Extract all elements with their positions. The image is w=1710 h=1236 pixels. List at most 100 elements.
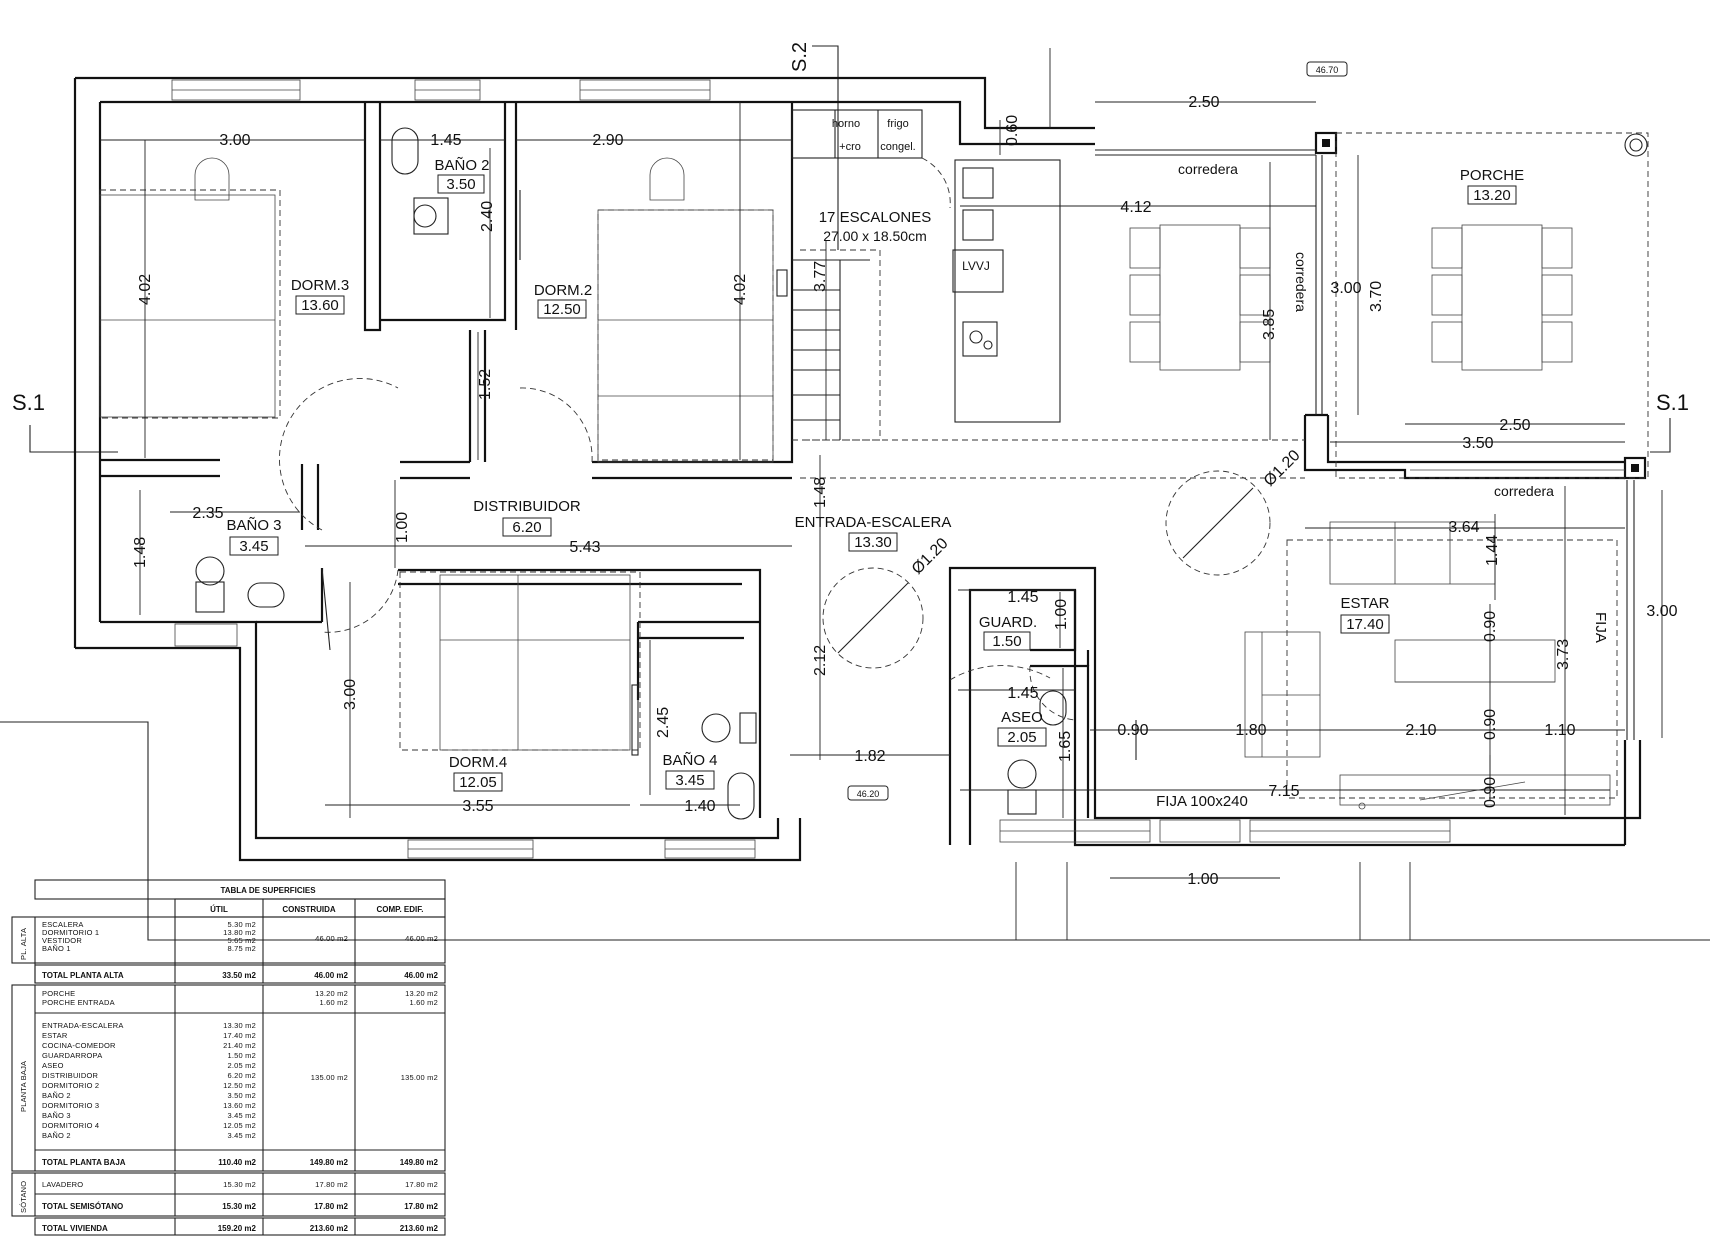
dim-text: 3.00 bbox=[1646, 603, 1677, 620]
interior-walls bbox=[100, 102, 1635, 818]
room-name: ASEO bbox=[1001, 709, 1043, 726]
room-bano2: BAÑO 2 3.50 bbox=[434, 157, 490, 194]
table-item: ESCALERA bbox=[42, 920, 84, 929]
table-value: 21.40 m2 bbox=[223, 1041, 256, 1050]
fija-window: FIJA 100x240 bbox=[1156, 793, 1248, 810]
table-value: 3.50 m2 bbox=[228, 1091, 257, 1100]
dim-text: 0.60 bbox=[1004, 115, 1021, 146]
table-value: 46.00 m2 bbox=[404, 971, 438, 980]
table-value: 110.40 m2 bbox=[218, 1158, 256, 1167]
room-bano3: BAÑO 3 3.45 bbox=[226, 517, 282, 556]
room-area: 13.30 bbox=[854, 534, 892, 551]
room-area: 17.40 bbox=[1346, 616, 1384, 633]
table-item: ASEO bbox=[42, 1061, 64, 1070]
table-value: 1.60 m2 bbox=[410, 998, 439, 1007]
dim-text: 2.45 bbox=[655, 707, 672, 738]
dim-text: 3.50 bbox=[1462, 435, 1493, 452]
table-item: DORMITORIO 3 bbox=[42, 1101, 99, 1110]
table-value: 46.00 m2 bbox=[315, 934, 348, 943]
room-name: DORM.4 bbox=[449, 754, 507, 771]
table-grand-total: TOTAL VIVIENDA bbox=[42, 1224, 108, 1233]
table-item: PORCHE bbox=[42, 989, 75, 998]
dim-text: 2.90 bbox=[592, 132, 623, 149]
dim-text: 1.82 bbox=[854, 748, 885, 765]
table-value: 159.20 m2 bbox=[218, 1224, 257, 1233]
dim-text: 3.85 bbox=[1261, 309, 1278, 340]
table-total: TOTAL SEMISÓTANO bbox=[42, 1202, 123, 1211]
corredera-vertical: corredera bbox=[1293, 252, 1309, 312]
table-value: 13.20 m2 bbox=[315, 989, 348, 998]
room-area: 13.20 bbox=[1473, 187, 1511, 204]
table-value: 1.60 m2 bbox=[320, 998, 349, 1007]
room-guard: GUARD. 1.50 bbox=[979, 614, 1037, 651]
dim-text: 2.50 bbox=[1499, 417, 1530, 434]
table-value: 135.00 m2 bbox=[401, 1073, 438, 1082]
dim-text: 1.00 bbox=[1187, 871, 1218, 888]
room-name: PORCHE bbox=[1460, 167, 1524, 184]
table-title: TABLA DE SUPERFICIES bbox=[220, 886, 316, 895]
table-value: 6.20 m2 bbox=[228, 1071, 257, 1080]
table-item: BAÑO 2 bbox=[42, 1131, 71, 1140]
table-value: 12.50 m2 bbox=[223, 1081, 256, 1090]
circle-diameter-2: Ø1.20 bbox=[1261, 447, 1304, 490]
furniture bbox=[99, 127, 1611, 820]
dim-text: 1.48 bbox=[812, 477, 829, 508]
table-value: 17.80 m2 bbox=[314, 1202, 348, 1211]
table-item: BAÑO 3 bbox=[42, 1111, 71, 1120]
dim-text: 4.12 bbox=[1120, 199, 1151, 216]
dim-text: 1.00 bbox=[1053, 599, 1070, 630]
table-value: 149.80 m2 bbox=[310, 1158, 349, 1167]
table-value: 46.00 m2 bbox=[314, 971, 348, 980]
room-dorm4: DORM.4 12.05 bbox=[449, 754, 507, 792]
table-item: PORCHE ENTRADA bbox=[42, 998, 115, 1007]
room-bano4: BAÑO 4 3.45 bbox=[662, 752, 718, 790]
table-value: 8.75 m2 bbox=[228, 944, 257, 953]
dim-text: 1.45 bbox=[1007, 589, 1038, 606]
table-value: 3.45 m2 bbox=[228, 1131, 257, 1140]
dim-text: 1.80 bbox=[1235, 722, 1266, 739]
table-value: 135.00 m2 bbox=[311, 1073, 348, 1082]
dim-text: 0.90 bbox=[1482, 709, 1499, 740]
col-construida: CONSTRUIDA bbox=[282, 905, 336, 914]
room-area: 3.45 bbox=[239, 538, 268, 555]
table-item: BAÑO 2 bbox=[42, 1091, 71, 1100]
table-value: 12.05 m2 bbox=[223, 1121, 256, 1130]
room-name: DORM.2 bbox=[534, 282, 592, 299]
table-item: ENTRADA-ESCALERA bbox=[42, 1021, 124, 1030]
turning-circles bbox=[822, 470, 1271, 669]
table-value: 13.60 m2 bbox=[223, 1101, 256, 1110]
circle-diameter-1: Ø1.20 bbox=[909, 535, 952, 578]
dim-text: 7.15 bbox=[1268, 783, 1299, 800]
table-value: 17.80 m2 bbox=[405, 1180, 438, 1189]
corredera-top: corredera bbox=[1178, 161, 1238, 177]
table-value: 5.30 m2 bbox=[228, 920, 257, 929]
dim-text: 4.02 bbox=[732, 274, 749, 305]
table-value: 3.45 m2 bbox=[228, 1111, 257, 1120]
dim-text: 5.43 bbox=[569, 539, 600, 556]
dim-text: 1.45 bbox=[430, 132, 461, 149]
group-sotano: SÓTANO bbox=[19, 1181, 28, 1213]
dim-text: 1.40 bbox=[684, 798, 715, 815]
frigo-label-2: congel. bbox=[880, 141, 915, 153]
dim-text: 3.77 bbox=[812, 261, 829, 292]
dim-text: 1.52 bbox=[477, 369, 494, 400]
table-value: 149.80 m2 bbox=[400, 1158, 439, 1167]
level-marks: 46.70 46.20 bbox=[847, 61, 1348, 801]
room-entrada-escalera: ENTRADA-ESCALERA 13.30 bbox=[795, 514, 951, 552]
table-value: 17.80 m2 bbox=[404, 1202, 438, 1211]
table-value: 1.50 m2 bbox=[228, 1051, 257, 1060]
annotations: 17 ESCALONES 27.00 x 18.50cm horno +cro … bbox=[819, 118, 1609, 810]
room-dorm2: DORM.2 12.50 bbox=[534, 282, 592, 319]
frigo-label: frigo bbox=[887, 118, 908, 130]
room-estar: ESTAR 17.40 bbox=[1340, 595, 1390, 634]
planta-baja-items: ENTRADA-ESCALERA ESTAR COCINA-COMEDOR GU… bbox=[42, 1021, 438, 1140]
section-s1-right: S.1 bbox=[1656, 390, 1689, 415]
table-total: TOTAL PLANTA BAJA bbox=[42, 1158, 126, 1167]
room-area: 6.20 bbox=[512, 519, 541, 536]
table-value: 13.30 m2 bbox=[223, 1021, 256, 1030]
dim-text: 2.40 bbox=[479, 201, 496, 232]
dim-text: 0.90 bbox=[1482, 611, 1499, 642]
room-name: BAÑO 4 bbox=[662, 752, 717, 769]
room-aseo: ASEO 2.05 bbox=[997, 709, 1047, 747]
table-item: LAVADERO bbox=[42, 1180, 83, 1189]
